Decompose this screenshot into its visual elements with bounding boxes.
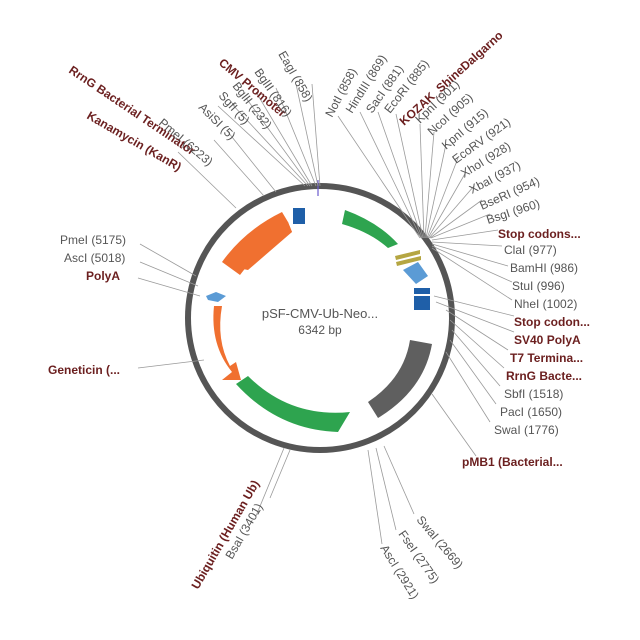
label-pmei-5175[interactable]: PmeI (5175) [60,233,126,247]
feature-pmb1[interactable] [368,340,432,418]
label-asci-5018[interactable]: AscI (5018) [64,251,125,265]
label-polya[interactable]: PolyA [86,269,120,283]
plasmid-name: pSF-CMV-Ub-Neo... [262,306,378,321]
label-bamhi-986[interactable]: BamHI (986) [510,261,578,275]
feature-ubiquitin[interactable] [236,376,350,432]
label-swai-1776[interactable]: SwaI (1776) [494,423,559,437]
feature-stop-codons[interactable] [414,288,430,294]
label-pmb1[interactable]: pMB1 (Bacterial... [462,455,563,469]
label-stui-996[interactable]: StuI (996) [512,279,565,293]
label-stop-codons-2[interactable]: Stop codon... [514,315,590,329]
feature-rrng-terminator[interactable] [293,208,305,224]
feature-cmv-promoter[interactable] [342,210,398,248]
label-sv40-polya[interactable]: SV40 PolyA [514,333,581,347]
label-ubiquitin[interactable]: Ubiquitin (Human Ub) [188,478,262,592]
feature-neo-lightblue[interactable] [403,262,428,284]
label-geneticin[interactable]: Geneticin (... [48,363,120,377]
feature-sv40-polya[interactable] [414,296,430,310]
label-t7-terminator[interactable]: T7 Termina... [510,351,583,365]
feature-kanr-body[interactable] [222,212,292,275]
feature-kozak-2[interactable] [396,256,421,266]
feature-geneticin[interactable] [213,306,241,380]
label-clai-977[interactable]: ClaI (977) [504,243,557,257]
leader-lines [137,83,515,545]
feature-kozak[interactable] [395,250,420,260]
label-stop-codons-1[interactable]: Stop codons... [498,227,581,241]
label-rrng-2[interactable]: RrnG Bacte... [506,369,582,383]
plasmid-size: 6342 bp [298,323,342,337]
label-sbfi-1518[interactable]: SbfI (1518) [504,387,563,401]
label-nhei-1002[interactable]: NheI (1002) [514,297,577,311]
feature-polya[interactable] [206,292,226,302]
label-paci-1650[interactable]: PacI (1650) [500,405,562,419]
